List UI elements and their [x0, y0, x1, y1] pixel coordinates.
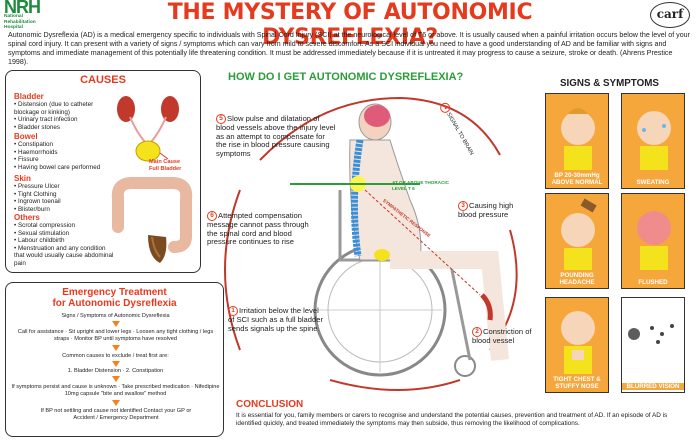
page-title: THE MYSTERY OF AUTONOMIC DYSREFLEXIA?	[167, 0, 533, 50]
cause-group-skin: Skin Pressure Ulcer Tight Clothing Ingro…	[14, 174, 104, 213]
sign-card-bp: BP 20-30mmHg ABOVE NORMAL	[545, 93, 609, 189]
signs-title: SIGNS & SYMPTOMS	[560, 78, 659, 89]
flushed-face-icon	[637, 211, 671, 270]
cycle-arrow-left	[224, 189, 241, 351]
cause-item: Fissure	[14, 156, 129, 164]
cause-item: Having bowel care performed	[14, 164, 129, 172]
headache-face-icon	[561, 198, 597, 270]
causes-panel: CAUSES Main Cause Full Bladder Bladder D…	[5, 70, 201, 273]
nrh-logo-mark: NRH	[4, 0, 41, 17]
cause-item: Tight Clothing	[14, 191, 104, 199]
body-bladder-icon	[374, 249, 390, 261]
sweating-face-icon	[637, 111, 671, 170]
emergency-step: Call for assistance · Sit upright and lo…	[17, 329, 214, 342]
emergency-step: 1. Bladder Distension · 2. Constipation	[67, 368, 164, 374]
conclusion-text: It is essential for you, family members …	[236, 412, 668, 427]
cause-item: Bladder stones	[14, 124, 114, 132]
main-cause-label-2: Full Bladder	[149, 165, 182, 172]
intro-text: Autonomic Dysreflexia (AD) is a medical …	[8, 31, 690, 66]
kidney-left-icon	[117, 96, 135, 122]
sign-label: TIGHT CHEST & STUFFY NOSE	[553, 376, 601, 390]
sign-label: POUNDING HEADACHE	[559, 272, 595, 286]
nrh-logo: NRH National Rehabilitation Hospital	[4, 0, 64, 30]
blurred-vision-icon	[628, 324, 674, 344]
conclusion-title: CONCLUSION	[236, 399, 304, 410]
cause-item: Pressure Ulcer	[14, 183, 104, 191]
sign-card-sweating: SWEATING	[621, 93, 685, 189]
blood-vessel-icon	[480, 293, 493, 321]
emergency-step: Common causes to exclude / treat first a…	[62, 353, 169, 359]
cycle-arrow-bottom	[329, 379, 461, 391]
cause-item: Haemorrhoids	[14, 149, 129, 157]
sign-card-flushed: FLUSHED	[621, 193, 685, 289]
main-cause-label-1: Main Cause	[149, 159, 181, 165]
sign-card-headache: POUNDING HEADACHE	[545, 193, 609, 289]
cause-item: Distension (due to catheter blockage or …	[14, 101, 114, 116]
sign-card-vision: BLURRED VISION	[621, 297, 685, 393]
nrh-logo-sub-2: Rehabilitation	[4, 19, 36, 25]
down-arrow-icon	[112, 376, 120, 382]
emergency-step: If symptoms persist and cause is unknown…	[11, 384, 220, 397]
cause-group-others: Others Scrotal compression Sexual stimul…	[14, 213, 114, 268]
cause-heading: Bowel	[14, 132, 38, 141]
sign-card-chest: TIGHT CHEST & STUFFY NOSE	[545, 297, 609, 393]
cause-item: Labour childbirth	[14, 237, 114, 245]
bladder-icon	[135, 140, 161, 162]
cycle-arrow-top	[259, 96, 501, 161]
kidney-right-icon	[161, 96, 179, 122]
sign-label: BLURRED VISION	[622, 383, 684, 390]
emergency-step: If BP not settling and cause not identif…	[40, 408, 192, 421]
carf-logo: carf	[650, 2, 690, 28]
cause-item: Menstruation and any condition that woul…	[14, 245, 114, 268]
cause-heading: Others	[14, 213, 40, 222]
cause-item: Blister/burn	[14, 206, 104, 214]
center-title: HOW DO I GET AUTONOMIC DYSREFLEXIA?	[228, 71, 464, 83]
brain-icon	[364, 105, 390, 127]
emergency-title: Emergency Treatment for Autonomic Dysref…	[6, 287, 223, 309]
sign-label: BP 20-30mmHg ABOVE NORMAL	[551, 172, 603, 186]
cause-item: Ingrown toenail	[14, 198, 104, 206]
colon-icon	[111, 177, 193, 253]
emergency-title-line2: for Autonomic Dysreflexia	[52, 298, 177, 309]
cause-heading: Skin	[14, 174, 31, 183]
nrh-logo-sub-3: Hospital	[4, 25, 23, 30]
emergency-step: Signs / Symptoms of Autonomic Dysreflexi…	[61, 313, 170, 319]
spine-icon	[350, 139, 364, 257]
bp-face-icon	[561, 108, 595, 170]
sign-label: SWEATING	[636, 179, 670, 186]
cause-item: Urinary tract infection	[14, 116, 114, 124]
down-arrow-icon	[112, 400, 120, 406]
emergency-title-line1: Emergency Treatment	[62, 287, 167, 298]
cause-item: Scrotal compression	[14, 222, 114, 230]
cycle-diagram	[224, 96, 518, 391]
cause-item: Constipation	[14, 141, 129, 149]
cause-heading: Bladder	[14, 92, 44, 101]
cause-group-bowel: Bowel Constipation Haemorrhoids Fissure …	[14, 132, 129, 171]
emergency-treatment-panel: Emergency Treatment for Autonomic Dysref…	[5, 282, 224, 437]
nrh-logo-sub-1: National	[4, 14, 23, 19]
cause-item: Sexual stimulation	[14, 230, 114, 238]
down-arrow-icon	[112, 321, 120, 327]
chest-face-icon	[561, 311, 595, 374]
main-cause-label: Main Cause Full Bladder	[149, 159, 181, 172]
sign-label: FLUSHED	[638, 279, 668, 286]
causes-title: CAUSES	[80, 74, 126, 86]
t6-level-label: AT OR ABOVE THORACIC LEVEL T 6	[392, 180, 449, 191]
down-arrow-icon	[112, 361, 120, 367]
rectum-icon	[148, 235, 167, 263]
down-arrow-icon	[112, 345, 120, 351]
cause-group-bladder: Bladder Distension (due to catheter bloc…	[14, 92, 114, 131]
organ-illustration	[111, 96, 193, 263]
